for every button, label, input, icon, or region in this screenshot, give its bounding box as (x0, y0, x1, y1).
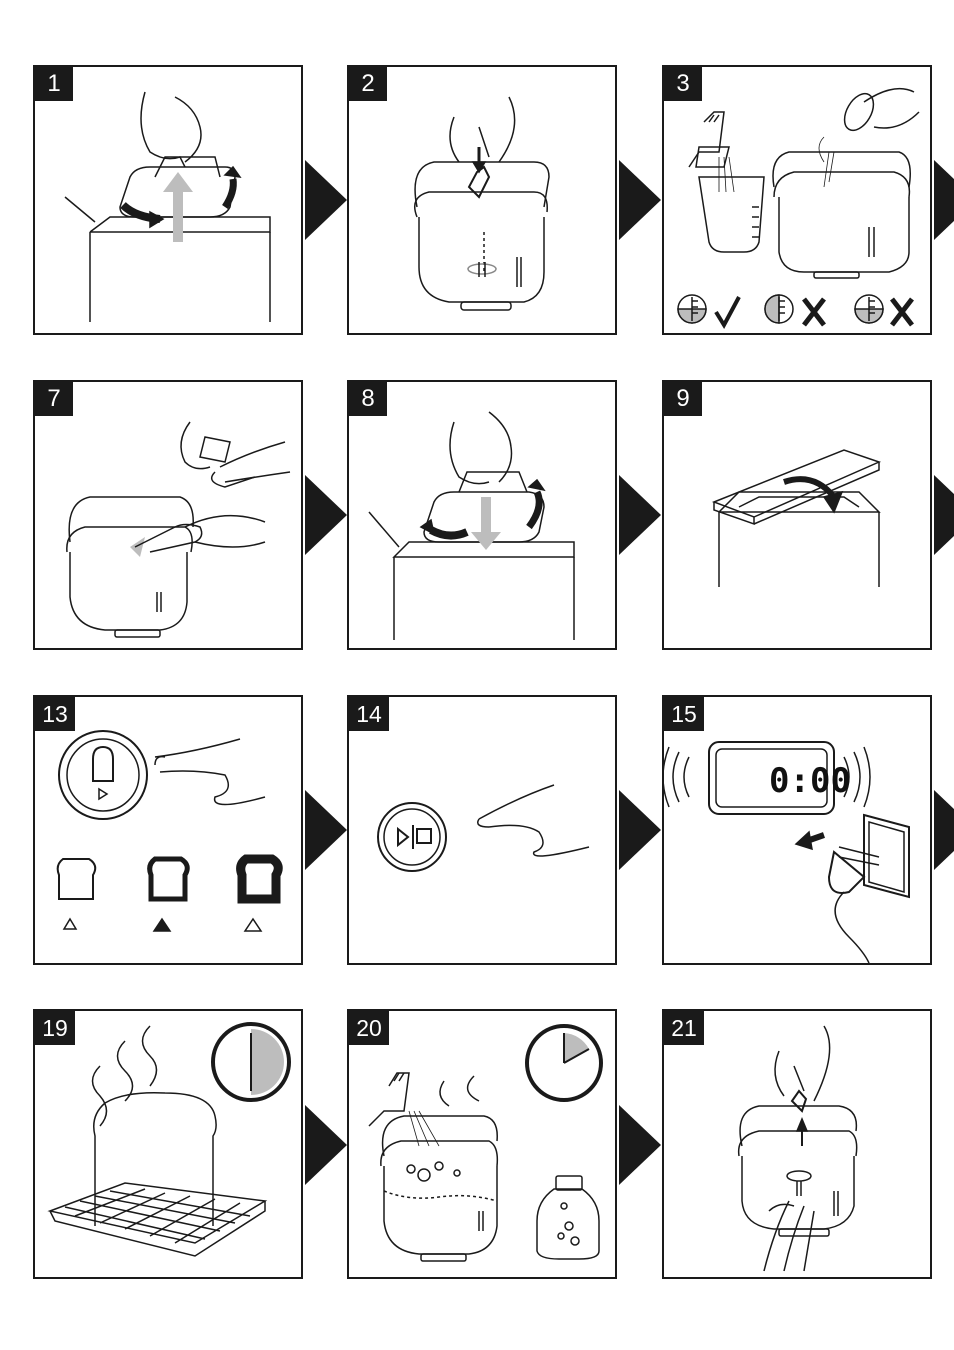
next-arrow (934, 790, 954, 870)
illustration-select-crust (56, 730, 283, 932)
step-panel-14: 14 (347, 695, 617, 965)
crust-dark-icon (236, 854, 283, 932)
illustration-unplug (664, 741, 910, 963)
step-number: 21 (664, 1011, 704, 1045)
step-number: 3 (664, 67, 702, 101)
illustration-add-ingredients (677, 87, 920, 330)
step-panel-8: 8 (347, 380, 617, 650)
step-panel-1: 1 (33, 65, 303, 335)
start-stop-button-icon (377, 802, 447, 872)
next-arrow (305, 160, 347, 240)
next-arrow (934, 160, 954, 240)
next-arrow (305, 1105, 347, 1185)
next-arrow (619, 475, 661, 555)
clock-icon (525, 1024, 603, 1102)
step-number: 7 (35, 382, 73, 416)
illustration-remove-kneader (737, 1025, 858, 1272)
step-panel-20: 20 (347, 1009, 617, 1279)
next-arrow (619, 1105, 661, 1185)
step-number: 8 (349, 382, 387, 416)
crust-button-icon (58, 730, 148, 820)
step-panel-7: 7 (33, 380, 303, 650)
clock-icon (211, 1022, 291, 1102)
cup-level-correct-icon (677, 294, 707, 324)
step-number: 9 (664, 382, 702, 416)
next-arrow (619, 160, 661, 240)
step-number: 20 (349, 1011, 389, 1045)
step-number: 14 (349, 697, 389, 731)
illustration-insert-kneader (414, 96, 550, 311)
step-number: 19 (35, 1011, 75, 1045)
step-number: 1 (35, 67, 73, 101)
next-arrow (305, 790, 347, 870)
next-arrow (305, 475, 347, 555)
step-panel-15: 15 0:00 (662, 695, 932, 965)
illustration-start-stop (377, 784, 590, 872)
crust-light-icon (56, 858, 97, 930)
crust-medium-icon (147, 856, 190, 932)
next-arrow (934, 475, 954, 555)
step-panel-9: 9 (662, 380, 932, 650)
step-panel-21: 21 (662, 1009, 932, 1279)
step-panel-13: 13 (33, 695, 303, 965)
illustration-soak-pan (368, 1024, 603, 1262)
illustration-place-pan (368, 411, 575, 640)
illustration-remove-pan (64, 91, 271, 322)
step-panel-2: 2 (347, 65, 617, 335)
step-panel-19: 19 (33, 1009, 303, 1279)
illustration-close-lid (711, 449, 882, 587)
step-number: 15 (664, 697, 704, 731)
step-number: 2 (349, 67, 387, 101)
illustration-cool-bread (47, 1022, 291, 1257)
next-arrow (619, 790, 661, 870)
step-number: 13 (35, 697, 75, 731)
cup-level-too-full-icon (764, 294, 794, 324)
timer-display: 0:00 (769, 761, 851, 801)
illustration-add-yeast (66, 421, 291, 638)
step-panel-3: 3 (662, 65, 932, 335)
cup-level-too-low-icon (854, 294, 884, 324)
